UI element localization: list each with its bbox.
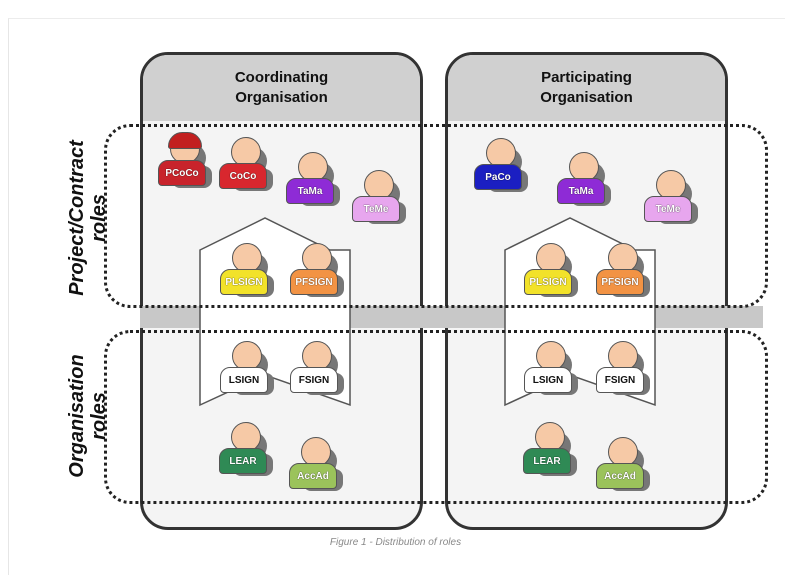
role-plsign-participating: PLSIGN: [524, 241, 578, 301]
role-tama-participating-label: TaMa: [557, 178, 605, 204]
organisation-label-line2: roles: [88, 392, 110, 440]
cap-icon: [168, 132, 202, 149]
role-plsign-coordinating-label: PLSIGN: [220, 269, 268, 295]
role-fsign-coordinating-label: FSIGN: [290, 367, 338, 393]
head-icon: [486, 138, 516, 168]
role-pcoco-label: PCoCo: [158, 160, 206, 186]
role-teme-participating-label: TeMe: [644, 196, 692, 222]
role-pfsign-coordinating-label: PFSIGN: [290, 269, 338, 295]
role-lear-coordinating: LEAR: [219, 420, 273, 480]
role-accad-coordinating-label: AccAd: [289, 463, 337, 489]
role-teme-coordinating: TeMe: [352, 168, 406, 228]
coordinating-title-line2: Organisation: [235, 89, 328, 106]
role-paco-label: PaCo: [474, 164, 522, 190]
role-tama-participating: TaMa: [557, 150, 611, 210]
role-teme-participating: TeMe: [644, 168, 698, 228]
role-paco: PaCo: [474, 136, 528, 196]
project-label-line1: Project/Contract: [66, 140, 88, 296]
role-lear-participating: LEAR: [523, 420, 577, 480]
role-accad-participating-label: AccAd: [596, 463, 644, 489]
head-icon: [535, 422, 565, 452]
role-plsign-coordinating: PLSIGN: [220, 241, 274, 301]
role-lear-participating-label: LEAR: [523, 448, 571, 474]
organisation-label-line1: Organisation: [66, 354, 88, 478]
head-icon: [569, 152, 599, 182]
role-plsign-participating-label: PLSIGN: [524, 269, 572, 295]
participating-title-line2: Organisation: [540, 89, 633, 106]
organisation-roles-band: [104, 330, 768, 504]
head-icon: [298, 152, 328, 182]
role-pfsign-participating: PFSIGN: [596, 241, 650, 301]
role-pfsign-participating-label: PFSIGN: [596, 269, 644, 295]
figure-frame: [8, 18, 785, 575]
role-lsign-participating: LSIGN: [524, 339, 578, 399]
role-lear-coordinating-label: LEAR: [219, 448, 267, 474]
role-fsign-participating-label: FSIGN: [596, 367, 644, 393]
role-accad-coordinating: AccAd: [289, 435, 343, 495]
project-contract-roles-label: Project/Contract roles: [66, 118, 110, 318]
coordinating-organisation-header: Coordinating Organisation: [143, 55, 420, 121]
participating-title-line1: Participating: [541, 69, 632, 86]
role-pcoco: PCoCo: [158, 132, 212, 192]
role-tama-coordinating-label: TaMa: [286, 178, 334, 204]
coordinating-title-line1: Coordinating: [234, 69, 329, 86]
role-lsign-participating-label: LSIGN: [524, 367, 572, 393]
figure-caption: Figure 1 - Distribution of roles: [329, 537, 462, 548]
role-coco-label: CoCo: [219, 163, 267, 189]
head-icon: [302, 341, 332, 371]
head-icon: [231, 422, 261, 452]
role-fsign-participating: FSIGN: [596, 339, 650, 399]
project-label-line2: roles: [88, 194, 110, 242]
role-fsign-coordinating: FSIGN: [290, 339, 344, 399]
participating-organisation-header: Participating Organisation: [448, 55, 725, 121]
role-pfsign-coordinating: PFSIGN: [290, 241, 344, 301]
role-tama-coordinating: TaMa: [286, 150, 340, 210]
organisation-roles-label: Organisation roles: [66, 316, 110, 516]
role-lsign-coordinating: LSIGN: [220, 339, 274, 399]
role-teme-coordinating-label: TeMe: [352, 196, 400, 222]
role-lsign-coordinating-label: LSIGN: [220, 367, 268, 393]
head-icon: [302, 243, 332, 273]
role-accad-participating: AccAd: [596, 435, 650, 495]
role-coco: CoCo: [219, 135, 273, 195]
project-contract-roles-band: [104, 124, 768, 308]
